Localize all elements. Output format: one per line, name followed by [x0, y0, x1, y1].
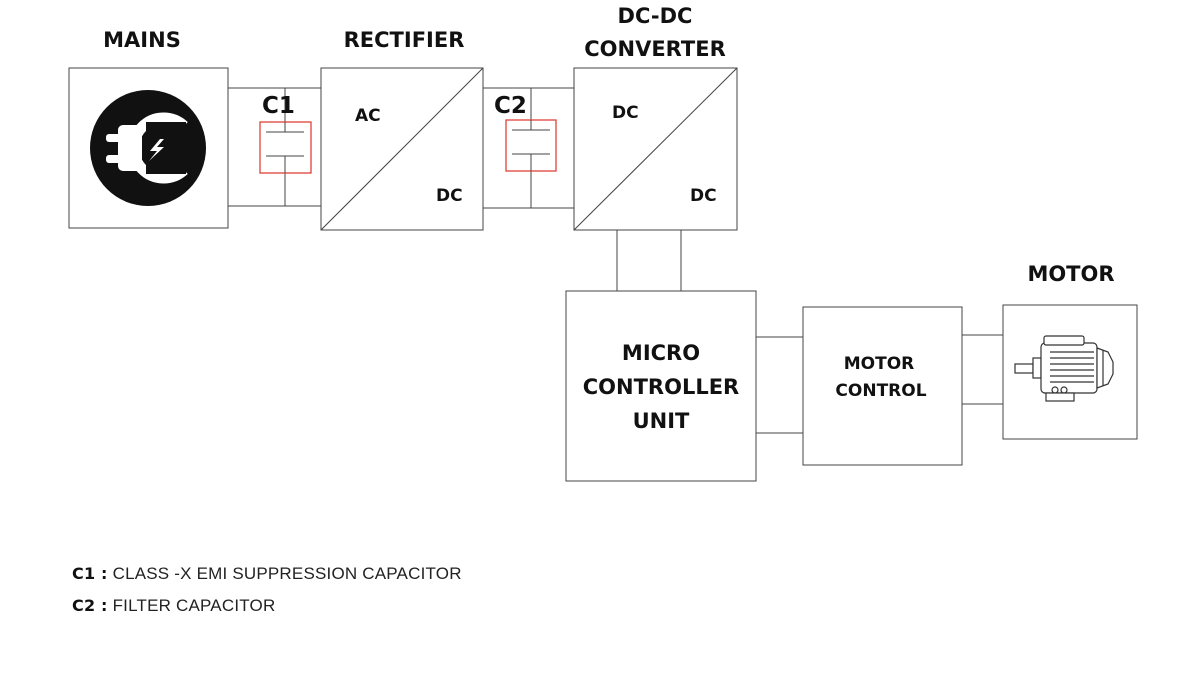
dcdc-title-line2: CONVERTER	[584, 37, 726, 61]
mcu-block	[565, 290, 757, 482]
mains-title: MAINS	[103, 28, 181, 52]
motor-title: MOTOR	[1027, 262, 1114, 286]
legend-c1-text: CLASS -X EMI SUPPRESSION CAPACITOR	[112, 564, 462, 583]
dcdc-output-label: DC	[690, 186, 717, 206]
legend-c2-text: FILTER CAPACITOR	[112, 596, 276, 615]
mcu-title-line3: UNIT	[633, 409, 690, 433]
legend-c1: C1 : CLASS -X EMI SUPPRESSION CAPACITOR	[72, 564, 462, 584]
rectifier-diagonal	[320, 67, 484, 231]
capacitor-c1	[259, 121, 312, 174]
legend-c1-key: C1 :	[72, 564, 108, 583]
legend-c2: C2 : FILTER CAPACITOR	[72, 596, 275, 616]
dcdc-title-line1: DC-DC	[618, 4, 693, 28]
power-plug-icon	[90, 90, 206, 206]
mcu-title-line2: CONTROLLER	[583, 375, 739, 399]
rectifier-input-label: AC	[355, 106, 381, 126]
c1-label: C1	[262, 93, 295, 119]
motor-control-block	[802, 306, 963, 466]
c2-label: C2	[494, 93, 527, 119]
motor-control-title-line1: MOTOR	[844, 354, 915, 374]
rectifier-output-label: DC	[436, 186, 463, 206]
dcdc-input-label: DC	[612, 103, 639, 123]
legend-c2-key: C2 :	[72, 596, 108, 615]
motor-control-title-line2: CONTROL	[835, 381, 926, 401]
mcu-title-line1: MICRO	[622, 341, 700, 365]
wires	[228, 87, 1003, 434]
capacitor-c2	[505, 119, 557, 172]
electric-motor-icon	[1014, 335, 1114, 402]
rectifier-title: RECTIFIER	[344, 28, 465, 52]
dcdc-diagonal	[573, 67, 738, 231]
